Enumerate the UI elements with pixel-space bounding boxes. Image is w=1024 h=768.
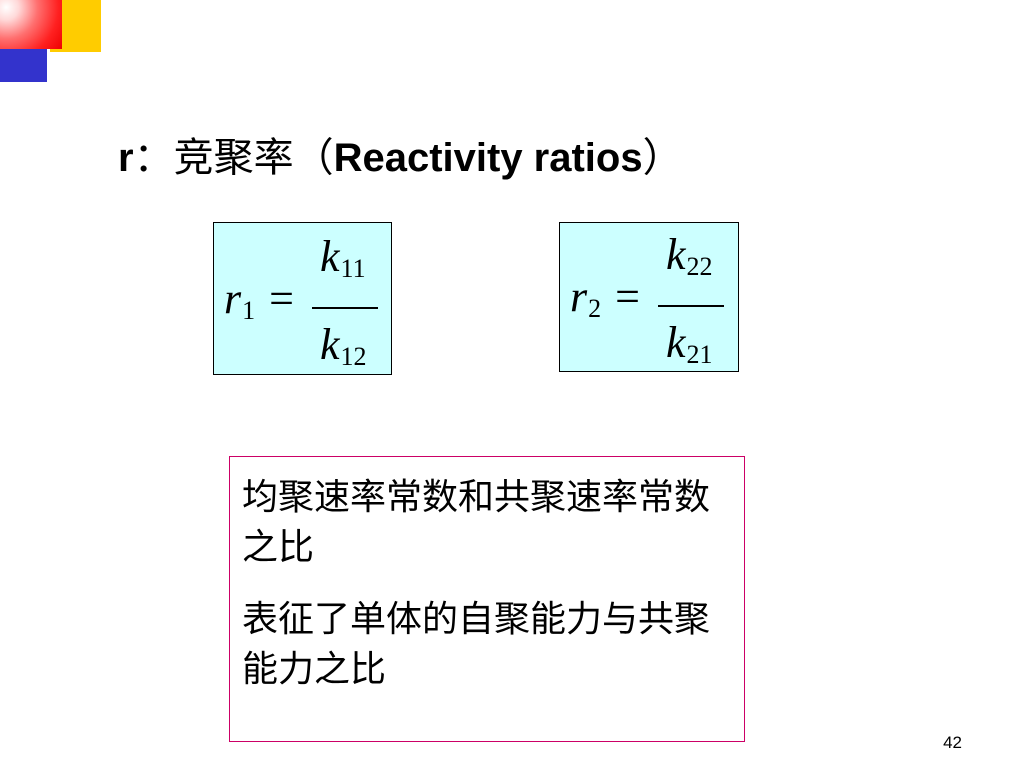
formula-r1-fraction: k11 k12 bbox=[312, 229, 382, 385]
formula-r1-fraction-bar bbox=[312, 307, 378, 309]
formula-r2-equals: = bbox=[615, 272, 640, 321]
formula-r2-num-sub: 22 bbox=[686, 252, 713, 281]
formula-r1-numerator: k11 bbox=[312, 229, 382, 297]
formula-r2-var: r bbox=[570, 272, 588, 321]
title-english: Reactivity ratios bbox=[333, 136, 643, 180]
formula-r2-sub: 2 bbox=[588, 294, 602, 323]
formula-r1-equals: = bbox=[269, 274, 294, 323]
formula-r2-fraction-bar bbox=[658, 305, 724, 307]
formula-r1-denominator: k12 bbox=[312, 317, 382, 385]
formula-r2-box: r2= k22 k21 bbox=[559, 222, 739, 372]
formula-r1-den-var: k bbox=[320, 320, 340, 369]
description-box: 均聚速率常数和共聚速率常数之比 表征了单体的自聚能力与共聚能力之比 bbox=[229, 456, 745, 742]
title-symbol: r bbox=[118, 136, 134, 180]
slide-title: r：竞聚率（Reactivity ratios） bbox=[118, 128, 683, 188]
formula-r1-box: r1= k11 k12 bbox=[213, 222, 392, 375]
title-close-paren: ） bbox=[642, 135, 683, 181]
formula-r2-den-var: k bbox=[666, 318, 686, 367]
formula-r1-den-sub: 12 bbox=[340, 342, 367, 371]
formula-r2-lhs: r2 = bbox=[570, 273, 640, 333]
formula-r2-numerator: k22 bbox=[658, 227, 728, 295]
formula-r1-lhs: r1 = bbox=[224, 275, 294, 335]
formula-r2-den-sub: 21 bbox=[686, 340, 713, 369]
corner-red-square bbox=[0, 0, 62, 49]
corner-blue-square bbox=[0, 49, 47, 82]
description-line-1: 均聚速率常数和共聚速率常数之比 bbox=[242, 477, 711, 568]
formula-r2-denominator: k21 bbox=[658, 315, 728, 383]
formula-r1-num-sub: 11 bbox=[340, 254, 366, 283]
formula-r1-var: r bbox=[224, 274, 242, 323]
title-chinese: ：竞聚率（ bbox=[133, 135, 334, 181]
formula-r1-sub: 1 bbox=[242, 296, 256, 325]
formula-r1-num-var: k bbox=[320, 232, 340, 281]
formula-r2-fraction: k22 k21 bbox=[658, 227, 728, 383]
description-line-2: 表征了单体的自聚能力与共聚能力之比 bbox=[242, 599, 711, 690]
formula-r2-num-var: k bbox=[666, 230, 686, 279]
page-number: 42 bbox=[943, 733, 962, 752]
